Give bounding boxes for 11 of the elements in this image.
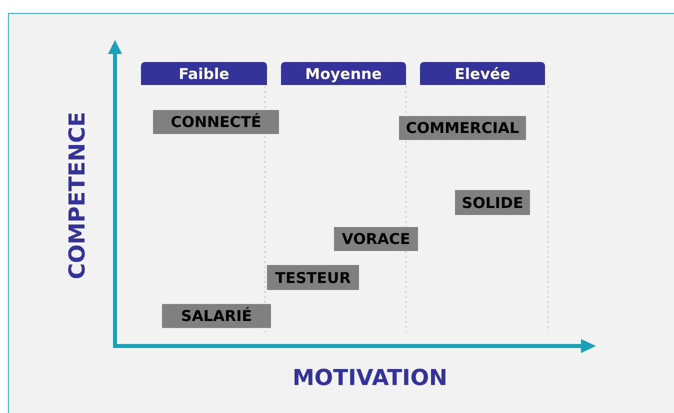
category-box: CONNECTÉ: [153, 110, 279, 134]
column-header: Elevée: [420, 62, 545, 85]
category-box: SOLIDE: [455, 190, 530, 215]
category-box: COMMERCIAL: [399, 116, 526, 140]
category-box: SALARIÉ: [162, 304, 271, 328]
column-header: Faible: [141, 62, 267, 85]
column-header: Moyenne: [281, 62, 406, 85]
x-axis-title: MOTIVATION: [292, 366, 448, 390]
category-box: TESTEUR: [267, 265, 359, 290]
category-box: VORACE: [334, 227, 418, 251]
y-axis-title: COMPETENCE: [65, 111, 90, 279]
